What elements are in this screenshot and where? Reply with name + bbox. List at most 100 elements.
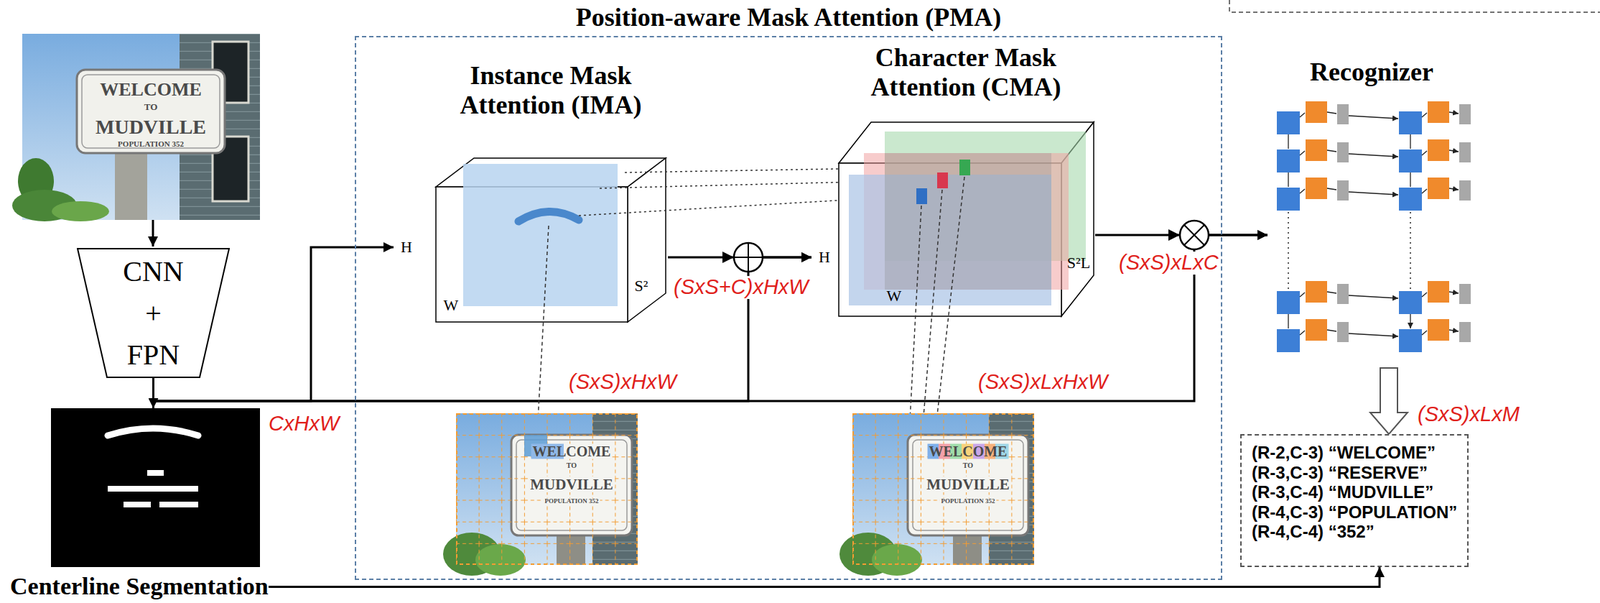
sign-text: WELCOME <box>927 443 1009 459</box>
input-photo <box>12 33 260 222</box>
node-line: (R-3,C-3) “RESERVE” <box>1251 462 1428 483</box>
sign-text: MUDVILLE <box>94 116 208 138</box>
dashed-frame-fragment <box>1229 0 1600 13</box>
mask-plane <box>463 163 618 306</box>
node-line: (R-4,C-4) “352” <box>1251 521 1375 542</box>
recognizer-row <box>1276 139 1471 173</box>
node-title: Recognizer <box>1267 57 1476 87</box>
backbone-trapezoid: CNN + FPN <box>76 247 230 378</box>
recognizer-block: Recognizer <box>1267 57 1476 368</box>
plus-sign <box>733 242 763 272</box>
ellipsis-line <box>1288 211 1411 289</box>
concat-operator <box>722 242 763 272</box>
label-anchor: MUDVILLE <box>94 116 208 138</box>
trapezoid-shape <box>77 248 230 378</box>
label-anchor: (SxS)xLxC <box>1117 251 1221 275</box>
label-anchor: H <box>818 248 831 266</box>
result-box: (R-2,C-3) “WELCOME”(R-3,C-3) “RESERVE”(R… <box>1240 433 1469 567</box>
attention-cube: Instance Mask Attention (IMA) <box>393 61 668 324</box>
sign-text: WELCOME <box>98 79 204 100</box>
connector-arrow <box>268 566 1380 586</box>
sign-text: TO <box>565 461 579 470</box>
cube-side <box>627 157 666 322</box>
label-anchor: TO <box>142 101 160 113</box>
recognizer-row <box>1276 101 1471 135</box>
label-anchor: H <box>400 238 413 256</box>
axis-label: H <box>818 248 831 266</box>
arrow-head <box>722 251 734 263</box>
node-title: CNN + FPN <box>117 250 190 376</box>
tensor-shape: (SxS)xLxHxW <box>976 370 1109 394</box>
sign-board <box>76 69 225 153</box>
character-mask <box>937 172 948 189</box>
projection-line <box>909 176 965 434</box>
label-anchor: CxHxW <box>267 412 341 436</box>
axis-label: S²L <box>1067 254 1091 272</box>
segmentation-output: Centerline Segmentation <box>10 407 269 599</box>
sign-text: WELCOME <box>531 443 613 459</box>
node-title: Character Mask Attention (CMA) <box>850 43 1081 103</box>
sign-post <box>114 152 148 220</box>
centerline-stroke <box>107 472 199 505</box>
label-anchor: MUDVILLE <box>528 476 615 492</box>
label-anchor: S² <box>634 277 649 295</box>
node-line: (R-3,C-4) “MUDVILLE” <box>1251 481 1434 502</box>
tensor-shape: CxHxW <box>267 412 341 436</box>
axis-label: H <box>400 238 413 256</box>
label-anchor: S²L <box>1067 254 1091 272</box>
label-anchor: TO <box>565 461 579 470</box>
label-anchor: WELCOME <box>531 443 613 459</box>
projection-line <box>537 225 549 434</box>
segmentation-map <box>50 407 260 567</box>
axis-label: W <box>443 296 459 314</box>
tensor-shape: (SxS+C)xHxW <box>672 275 811 299</box>
block-arrow <box>1370 367 1408 434</box>
label-anchor: (SxS)xLxM <box>1416 402 1522 426</box>
node-title: Centerline Segmentation <box>10 572 269 599</box>
label-anchor: POPULATION 352 <box>939 497 997 505</box>
instance-mask <box>518 211 579 222</box>
grid-photo <box>839 412 1035 576</box>
tensor-shape: (SxS)xLxC <box>1117 251 1221 275</box>
connector-arrow <box>153 234 1269 401</box>
attention-cube: Character Mask Attention (CMA) <box>811 43 1096 320</box>
arrow-head <box>1168 229 1180 241</box>
tensor-shape: (SxS)xLxM <box>1416 402 1522 426</box>
plus-circle <box>733 242 763 272</box>
input-arrow <box>152 219 155 247</box>
sign-text: MUDVILLE <box>924 476 1012 492</box>
sign-text: TO <box>142 101 160 113</box>
mask-plane <box>863 152 1069 290</box>
label-anchor: W <box>886 287 902 305</box>
photo-tree <box>51 201 110 222</box>
label-anchor: (SxS)xHxW <box>567 370 678 394</box>
sign-text: POPULATION 352 <box>542 497 600 505</box>
centerline-stroke <box>107 428 199 436</box>
times-sign <box>1184 224 1205 245</box>
recognizer-row <box>1276 280 1471 314</box>
node-line: (R-4,C-3) “POPULATION” <box>1251 501 1458 523</box>
sign-text: POPULATION 352 <box>939 497 997 505</box>
label-anchor: POPULATION 352 <box>542 497 600 505</box>
recognizer-row <box>1276 318 1471 352</box>
times-circle <box>1179 220 1209 250</box>
cell-arrow <box>1288 134 1411 329</box>
label-anchor: (SxS+C)xHxW <box>672 275 811 299</box>
mask-plane <box>884 152 1052 290</box>
label-anchor: (SxS)xLxHxW <box>976 370 1109 394</box>
sign-text: POPULATION 352 <box>116 140 186 149</box>
grid-photo <box>443 412 638 576</box>
node-title: Instance Mask Attention (IMA) <box>443 61 659 121</box>
label-anchor: POPULATION 352 <box>116 140 186 149</box>
label-anchor: W <box>443 296 459 314</box>
sign-inner-border <box>81 74 220 148</box>
node-title: Position-aware Mask Attention (PMA) <box>354 2 1223 33</box>
label-anchor: WELCOME <box>98 79 204 100</box>
label-anchor: MUDVILLE <box>924 476 1012 492</box>
axis-label: W <box>886 287 902 305</box>
tensor-shape: (SxS)xHxW <box>567 370 678 394</box>
sign-text: MUDVILLE <box>528 476 615 492</box>
segmentation-ground <box>50 407 260 567</box>
